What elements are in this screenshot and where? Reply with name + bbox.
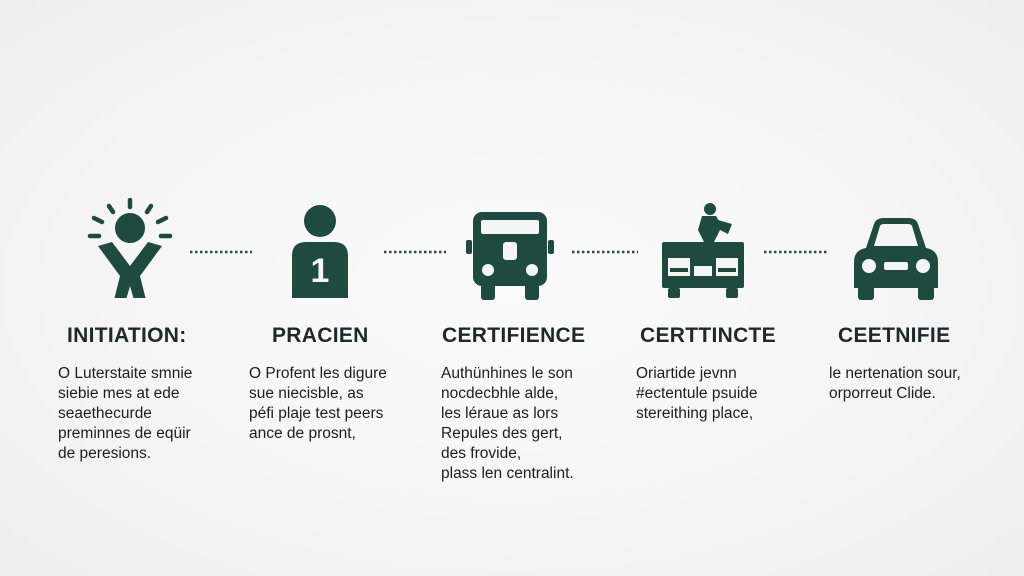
description-line: les léraue as lors [441, 405, 559, 422]
description-line: preminnes de eqüir [58, 425, 191, 442]
description-line: nocdecbhle alde, [441, 385, 559, 402]
description-line: plass len centralint. [441, 465, 574, 482]
step-title-pracien: PRACIEN [272, 324, 369, 347]
svg-text:1: 1 [311, 252, 330, 290]
description-line: O Profent les digure [249, 365, 387, 382]
description-line: sue niecisble, as [249, 385, 364, 402]
connector-2-3 [384, 250, 446, 254]
step-description-certifience: Authünhines le son nocdecbhle alde, les … [441, 364, 574, 484]
description-line: #ectentule psuide [636, 385, 758, 402]
connector-1-2 [190, 250, 252, 254]
bus-front-icon [460, 204, 560, 304]
description-line: de peresions. [58, 445, 152, 462]
description-line: siebie mes at ede [58, 385, 180, 402]
description-line: Repules des gert, [441, 425, 563, 442]
step-title-certtincte: CERTTINCTE [640, 324, 776, 347]
description-line: ance de prosnt, [249, 425, 356, 442]
connector-3-4 [572, 250, 638, 254]
worker-on-truck-icon [652, 202, 752, 302]
description-line: des frovide, [441, 445, 522, 462]
description-line: le nertenation sour, [829, 365, 961, 382]
description-line: Authünhines le son [441, 365, 573, 382]
description-line: stereithing place, [636, 405, 754, 422]
description-line: Oriartide jevnn [636, 365, 737, 382]
description-line: orporreut Clide. [829, 385, 936, 402]
step-description-ceetnifie: le nertenation sour, orporreut Clide. [829, 364, 961, 404]
description-line: péfi plaje test peers [249, 405, 384, 422]
step-title-initiation: INITIATION: [67, 324, 187, 347]
connector-4-5 [764, 250, 828, 254]
step-title-certifience: CERTIFIENCE [442, 324, 586, 347]
car-front-icon [846, 206, 946, 306]
step-title-ceetnifie: CEETNIFIE [838, 324, 951, 347]
person-sunburst-icon [80, 198, 180, 298]
step-description-certtincte: Oriartide jevnn #ectentule psuide sterei… [636, 364, 758, 424]
step-description-initiation: O Luterstaite smnie siebie mes at ede se… [58, 364, 192, 464]
step-description-pracien: O Profent les digure sue niecisble, as p… [249, 364, 387, 444]
description-line: seaethecurde [58, 405, 152, 422]
description-line: O Luterstaite smnie [58, 365, 193, 382]
person-number-one-icon: 1 [270, 202, 370, 302]
